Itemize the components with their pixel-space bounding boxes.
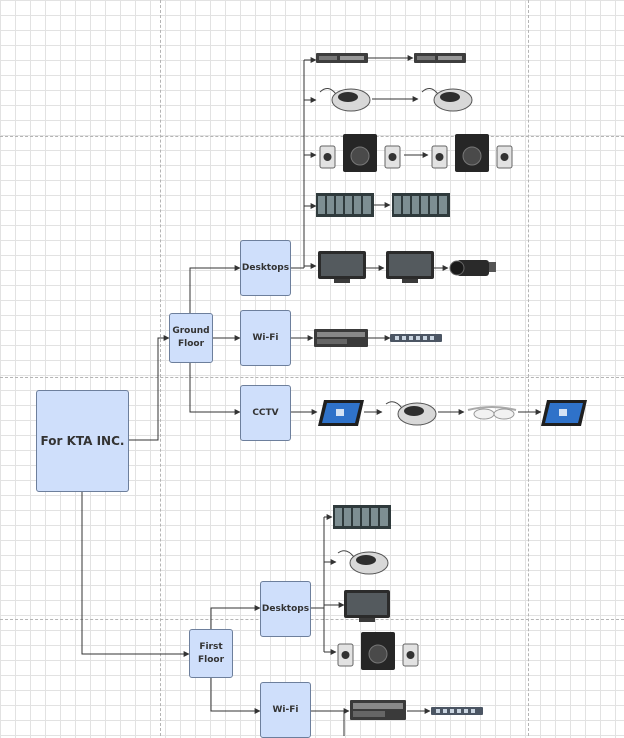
page-guide — [160, 0, 161, 736]
ground-floor-node[interactable]: Ground Floor — [169, 313, 213, 363]
ground-floor-label: Ground Floor — [172, 326, 210, 349]
camcorder-icon — [449, 260, 496, 276]
tablet-icon — [318, 400, 364, 426]
server-cluster-icon — [333, 505, 391, 529]
gf-wifi-label: Wi-Fi — [252, 332, 279, 343]
server-cluster-icon — [316, 193, 374, 217]
monitor-icon — [318, 251, 366, 283]
gf-desktops-label: Desktops — [241, 262, 290, 273]
smart-glasses-icon — [467, 406, 517, 420]
gf-cctv-label: CCTV — [252, 407, 279, 418]
gf-cctv-node[interactable]: CCTV — [240, 385, 291, 441]
ff-desktops-node[interactable]: Desktops — [260, 581, 311, 637]
gf-wifi-node[interactable]: Wi-Fi — [240, 310, 291, 366]
speakers-icon — [431, 134, 513, 172]
server-rack-icon — [414, 53, 466, 63]
ff-desktops-label: Desktops — [261, 603, 310, 614]
server-rack-icon — [316, 53, 368, 63]
mouse-icon — [421, 88, 473, 112]
speakers-icon — [319, 134, 401, 172]
ff-wifi-node[interactable]: Wi-Fi — [260, 682, 311, 738]
mouse-icon — [319, 88, 371, 112]
page-guide — [0, 136, 624, 137]
page-guide — [0, 377, 624, 378]
speakers-icon — [337, 632, 419, 670]
mouse-icon — [385, 401, 437, 426]
mouse-icon — [337, 550, 389, 575]
first-floor-node[interactable]: First Floor — [189, 629, 233, 678]
network-switch-icon — [390, 334, 442, 342]
server-cluster-icon — [392, 193, 450, 217]
page-guide — [528, 0, 529, 736]
first-floor-label: First Floor — [197, 641, 225, 665]
server-rack-icon — [314, 329, 368, 347]
ff-wifi-label: Wi-Fi — [272, 704, 299, 715]
root-node[interactable]: For KTA INC. — [36, 390, 129, 492]
tablet-icon — [541, 400, 587, 426]
server-rack-icon — [350, 700, 406, 720]
root-node-label: For KTA INC. — [40, 433, 125, 448]
monitor-icon — [344, 590, 390, 622]
network-switch-icon — [431, 707, 483, 715]
gf-desktops-node[interactable]: Desktops — [240, 240, 291, 296]
monitor-icon — [386, 251, 434, 283]
page-guide — [0, 619, 624, 620]
